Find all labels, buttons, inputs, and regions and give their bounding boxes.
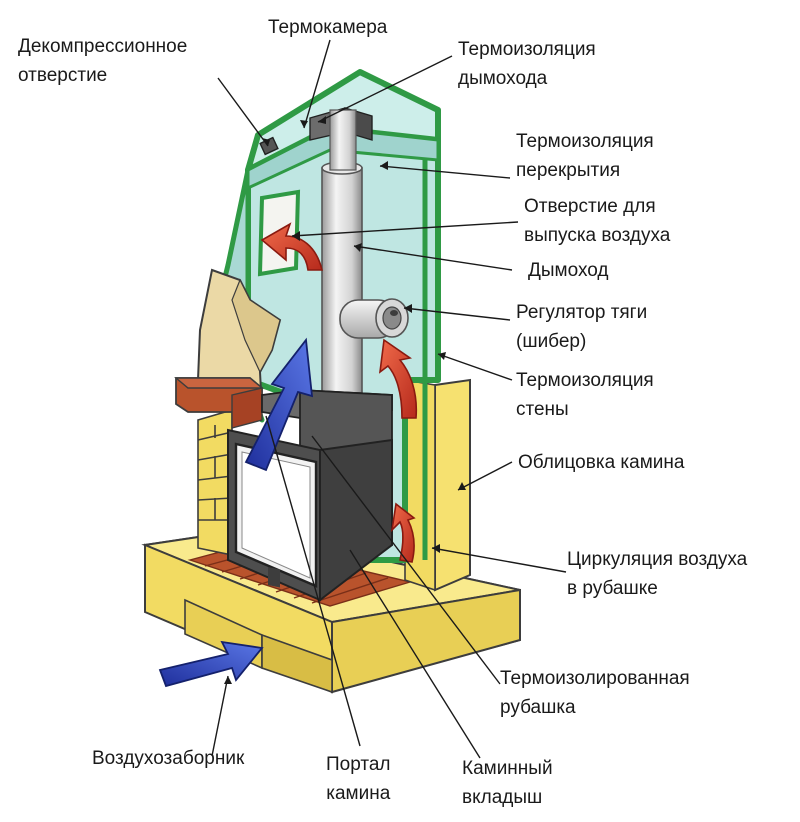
fireplace-insert	[227, 389, 393, 603]
brick-lintel	[174, 377, 264, 429]
red-rising-arrow-upper	[378, 338, 418, 419]
left-brick-column	[197, 408, 233, 556]
label-thermo-chamber: Термокамера	[268, 13, 387, 42]
red-rising-arrow-lower	[390, 502, 416, 563]
label-cladding: Облицовка камина	[518, 448, 684, 477]
label-wall-insulation: Термоизоляция стены	[516, 366, 654, 424]
label-decompression-line2: отверстие	[18, 65, 108, 86]
label-insert: Каминный вкладыш	[462, 754, 553, 812]
label-chimney-text: Дымоход	[528, 260, 609, 281]
label-ceiling-insulation: Термоизоляция перекрытия	[516, 127, 654, 185]
label-portal: Портал камина	[326, 750, 391, 808]
label-draft-regulator-line1: Регулятор тяги	[516, 302, 648, 323]
label-chimney-insulation: Термоизоляция дымохода	[458, 35, 596, 93]
leader-arrowheads	[224, 116, 466, 684]
label-air-circulation: Циркуляция воздуха в рубашке	[567, 545, 747, 603]
label-draft-regulator: Регулятор тяги (шибер)	[516, 298, 647, 356]
label-insulated-jacket-line2: рубашка	[500, 697, 576, 718]
red-outlet-arrow	[260, 222, 324, 271]
label-chimney: Дымоход	[528, 256, 608, 285]
label-wall-insulation-line1: Термоизоляция	[516, 370, 654, 391]
label-portal-line1: Портал	[326, 754, 391, 775]
label-air-intake: Воздухозаборник	[92, 744, 244, 773]
stone-cladding	[196, 268, 282, 414]
label-ceiling-insulation-line1: Термоизоляция	[516, 131, 654, 152]
label-insert-line1: Каминный	[462, 758, 553, 779]
chimney-pipe	[321, 109, 363, 394]
label-insert-line2: вкладыш	[462, 787, 543, 808]
label-insulated-jacket-line1: Термоизолированная	[500, 668, 690, 689]
label-thermo-chamber-text: Термокамера	[268, 17, 388, 38]
label-draft-regulator-line2: (шибер)	[516, 331, 587, 352]
leader-lines	[211, 39, 567, 759]
label-cladding-text: Облицовка камина	[518, 452, 685, 473]
label-portal-line2: камина	[326, 783, 391, 804]
label-wall-insulation-line2: стены	[516, 399, 569, 420]
label-air-circulation-line2: в рубашке	[567, 578, 658, 599]
label-chimney-insulation-line2: дымохода	[458, 68, 548, 89]
draft-regulator	[339, 298, 409, 339]
label-air-circulation-line1: Циркуляция воздуха	[567, 549, 748, 570]
label-insulated-jacket: Термоизолированная рубашка	[500, 664, 690, 722]
label-air-outlet-line1: Отверстие для	[524, 196, 656, 217]
label-decompression-line1: Декомпрессионное	[18, 36, 188, 57]
air-intake-arrow	[158, 640, 264, 688]
label-decompression: Декомпрессионное отверстие	[18, 32, 187, 90]
label-air-outlet: Отверстие для выпуска воздуха	[524, 192, 670, 250]
blue-rising-arrow	[244, 337, 314, 472]
label-ceiling-insulation-line2: перекрытия	[516, 160, 621, 181]
label-air-outlet-line2: выпуска воздуха	[524, 225, 671, 246]
label-air-intake-text: Воздухозаборник	[92, 748, 245, 769]
label-chimney-insulation-line1: Термоизоляция	[458, 39, 596, 60]
